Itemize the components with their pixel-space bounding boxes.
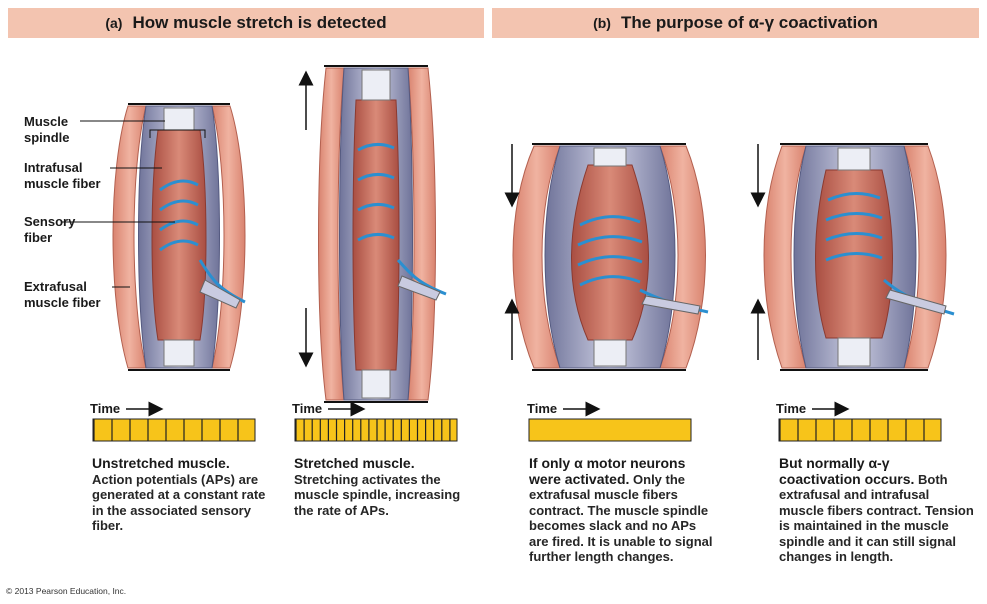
caption-body: Only the extrafusal muscle fibers contra… bbox=[529, 471, 713, 565]
caption-unstretched: Unstretched muscle. Action potentials (A… bbox=[92, 455, 272, 534]
muscle-unstretched bbox=[62, 103, 246, 371]
muscle-stretched bbox=[298, 65, 447, 403]
time-label-4: Time bbox=[776, 401, 807, 416]
caption-stretched: Stretched muscle. Stretching activates t… bbox=[294, 455, 474, 518]
ap-trace-coactivation bbox=[778, 418, 942, 442]
label-intrafusal: Intrafusal muscle fiber bbox=[24, 160, 101, 191]
time-label-3: Time bbox=[527, 401, 558, 416]
caption-body: Action potentials (APs) are generated at… bbox=[92, 471, 266, 534]
caption-head: If only α motor neurons were activated. bbox=[529, 455, 686, 487]
ap-trace-unstretched bbox=[92, 418, 256, 442]
panel-a-tag: (a) bbox=[105, 15, 123, 31]
panel-b-tag: (b) bbox=[593, 15, 611, 31]
muscle-alpha-only bbox=[504, 143, 709, 371]
time-label-2: Time bbox=[292, 401, 323, 416]
caption-coactivation: But normally α-γ coactivation occurs. Bo… bbox=[779, 455, 975, 565]
muscle-coactivation bbox=[750, 143, 955, 371]
ap-traces bbox=[92, 418, 942, 442]
ap-trace-stretched bbox=[294, 418, 458, 442]
panel-b-header: (b) The purpose of α-γ coactivation bbox=[492, 8, 979, 38]
label-muscle-spindle: Muscle spindle bbox=[24, 114, 70, 145]
caption-head: But normally α-γ coactivation occurs. bbox=[779, 455, 915, 487]
time-label-1: Time bbox=[90, 401, 121, 416]
panel-a-title: How muscle stretch is detected bbox=[132, 13, 387, 32]
caption-body: Both extrafusal and intrafusal muscle fi… bbox=[779, 471, 974, 565]
ap-trace-alpha-only bbox=[528, 418, 692, 442]
panel-a-header: (a) How muscle stretch is detected bbox=[8, 8, 484, 38]
caption-alpha-only: If only α motor neurons were activated. … bbox=[529, 455, 717, 565]
caption-body: Stretching activates the muscle spindle,… bbox=[294, 471, 461, 518]
label-sensory-fiber: Sensory fiber bbox=[24, 214, 76, 245]
caption-head: Stretched muscle. bbox=[294, 455, 415, 471]
label-extrafusal: Extrafusal muscle fiber bbox=[24, 279, 101, 310]
panel-b-title: The purpose of α-γ coactivation bbox=[620, 13, 878, 32]
copyright-notice: © 2013 Pearson Education, Inc. bbox=[6, 586, 127, 596]
caption-head: Unstretched muscle. bbox=[92, 455, 230, 471]
